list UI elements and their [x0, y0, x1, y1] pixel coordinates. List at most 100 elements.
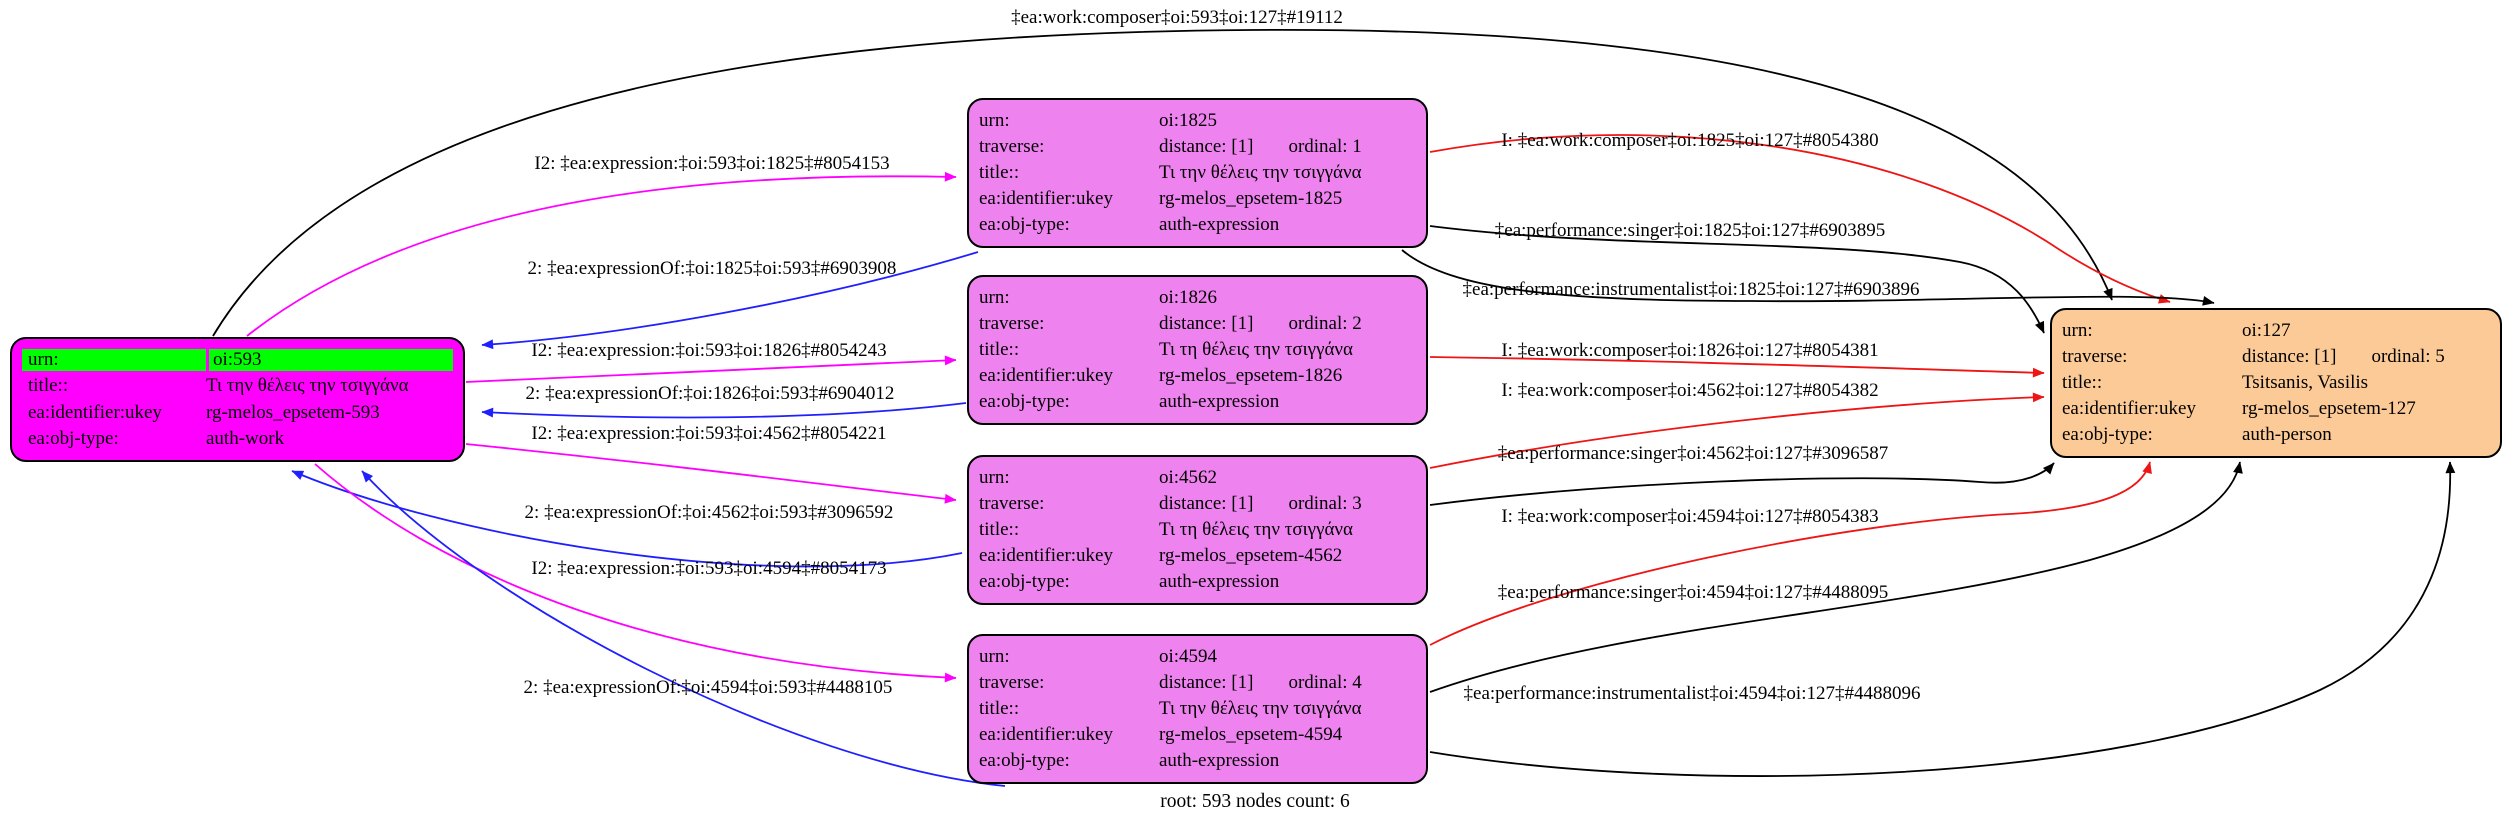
field-identifier-ukey: ea:identifier:ukey rg-melos_epsetem-1825 — [979, 188, 1416, 210]
traverse-ordinal: ordinal: 1 — [1288, 136, 1362, 158]
field-identifier-ukey: ea:identifier:ukey rg-melos_epsetem-4562 — [979, 545, 1416, 567]
field-key: ea:identifier:ukey — [979, 545, 1113, 567]
field-value: oi:4562 — [1159, 467, 1218, 489]
field-value: auth-person — [2242, 424, 2332, 445]
field-title: title:: Τι την θέλεις την τσιγγάνα — [20, 375, 455, 397]
field-key: ea:identifier:ukey — [28, 401, 162, 423]
traverse-ordinal: ordinal: 5 — [2371, 346, 2445, 368]
traverse-distance: distance: [1] — [1159, 493, 1254, 515]
field-identifier-ukey: ea:identifier:ukey rg-melos_epsetem-127 — [2062, 398, 2490, 420]
field-key: ea:obj-type: — [979, 571, 1070, 592]
field-value: rg-melos_epsetem-4594 — [1159, 724, 1343, 746]
field-key: urn: — [979, 287, 1010, 309]
edge-singer-1825-127 — [1429, 225, 2045, 334]
field-key: urn: — [2062, 320, 2093, 342]
field-value: oi:4594 — [1159, 646, 1218, 668]
node-expression-1825[interactable]: urn: oi:1825 traverse: distance: [1]ordi… — [967, 98, 1428, 248]
field-value: auth-expression — [1159, 571, 1280, 592]
field-key: traverse: — [979, 313, 1045, 335]
field-key: urn: — [979, 467, 1010, 489]
edge-label-expression-593-4594: I2: ‡ea:expression:‡oi:593‡oi:4594‡#8054… — [531, 558, 887, 579]
field-traverse: traverse: distance: [1]ordinal: 1 — [979, 136, 1416, 158]
edge-label-composer-4594-127: I: ‡ea:work:composer‡oi:4594‡oi:127‡#805… — [1501, 506, 1879, 527]
edge-expressionOf-1826-593 — [481, 402, 967, 419]
traverse-distance: distance: [1] — [1159, 672, 1254, 694]
field-urn: urn: oi:4594 — [979, 646, 1416, 668]
field-key: traverse: — [979, 493, 1045, 515]
edge-expressionOf-4562-593 — [291, 470, 963, 568]
traverse-ordinal: ordinal: 2 — [1288, 313, 1362, 335]
field-value: Tsitsanis, Vasilis — [2242, 372, 2369, 394]
edge-singer-4594-127 — [1429, 461, 2243, 693]
node-expression-4562[interactable]: urn: oi:4562 traverse: distance: [1] ordi… — [967, 455, 1428, 605]
field-key: ea:identifier:ukey — [979, 724, 1113, 746]
edge-expression-593-4562 — [465, 443, 957, 504]
edge-expression-593-4594 — [314, 463, 957, 683]
field-obj-type: ea:obj-type: auth-expression — [979, 214, 1416, 236]
edge-label-expression-593-1826: I2: ‡ea:expression:‡oi:593‡oi:1826‡#8054… — [531, 340, 887, 361]
field-title: title:: Τι την θέλεις την τσιγγάνα — [979, 162, 1416, 184]
edge-label-singer-1825-127: ‡ea:performance:singer‡oi:1825‡oi:127‡#6… — [1494, 220, 1886, 241]
edge-composer-593-127 — [212, 29, 2113, 337]
field-key: title:: — [979, 339, 1020, 361]
edge-composer-1825-127 — [1429, 134, 2171, 304]
field-key: title:: — [979, 519, 1020, 541]
field-urn: urn: oi:1825 — [979, 110, 1416, 132]
edge-label-expressionOf-4594-593: 2: ‡ea:expressionOf:‡oi:4594‡oi:593‡#448… — [523, 677, 893, 698]
field-key: ea:identifier:ukey — [2062, 398, 2196, 420]
field-urn: urn: oi:593 — [22, 349, 453, 372]
field-value: oi:127 — [2242, 320, 2291, 342]
field-identifier-ukey: ea:identifier:ukey rg-melos_epsetem-4594 — [979, 724, 1416, 746]
field-key: ea:obj-type: — [979, 214, 1070, 235]
field-value: oi:593 — [209, 349, 453, 372]
field-key: ea:obj-type: — [28, 427, 119, 449]
node-work-593[interactable]: urn: oi:593 title:: Τι την θέλεις την τσ… — [10, 337, 465, 462]
field-value: rg-melos_epsetem-4562 — [1159, 545, 1343, 567]
field-value: distance: [1]ordinal: 2 — [1159, 313, 1416, 335]
edge-label-expressionOf-1825-593: 2: ‡ea:expressionOf:‡oi:1825‡oi:593‡#690… — [527, 258, 897, 279]
field-key: traverse: — [979, 672, 1045, 694]
field-traverse: traverse: distance: [1]ordinal: 2 — [979, 313, 1416, 335]
field-key: ea:identifier:ukey — [979, 365, 1113, 387]
field-key: traverse: — [979, 136, 1045, 158]
edge-expression-593-1825 — [246, 171, 957, 337]
field-key: title:: — [979, 162, 1020, 184]
field-key: ea:obj-type: — [2062, 424, 2153, 445]
field-value: auth-expression — [1159, 214, 1280, 235]
field-value: distance: [1]ordinal: 1 — [1159, 136, 1416, 158]
field-obj-type: ea:obj-type: auth-person — [2062, 424, 2490, 446]
field-key: ea:obj-type: — [979, 750, 1070, 771]
field-value: rg-melos_epsetem-593 — [206, 401, 380, 423]
field-key: title:: — [2062, 372, 2103, 394]
edge-label-singer-4562-127: ‡ea:performance:singer‡oi:4562‡oi:127‡#3… — [1497, 443, 1889, 464]
field-urn: urn: oi:127 — [2062, 320, 2490, 342]
field-key: ea:obj-type: — [979, 391, 1070, 412]
field-obj-type: ea:obj-type: auth-expression — [979, 750, 1416, 772]
traverse-distance: distance: [1] — [2242, 346, 2337, 368]
edge-expression-593-1826 — [465, 355, 957, 383]
edge-label-singer-4594-127: ‡ea:performance:singer‡oi:4594‡oi:127‡#4… — [1497, 582, 1889, 603]
node-expression-1826[interactable]: urn: oi:1826 traverse: distance: [1]ordi… — [967, 275, 1428, 425]
edge-label-composer-593-127: ‡ea:work:composer‡oi:593‡oi:127‡#19112 — [1011, 7, 1343, 28]
field-traverse: traverse: distance: [1]ordinal: 5 — [2062, 346, 2490, 368]
field-obj-type: ea:obj-type: auth-work — [20, 428, 455, 450]
node-expression-4594[interactable]: urn: oi:4594 traverse: distance: [1]ordi… — [967, 634, 1428, 784]
field-key: ea:identifier:ukey — [979, 188, 1113, 210]
edge-expressionOf-1825-593 — [481, 251, 979, 350]
edge-singer-4562-127 — [1429, 462, 2055, 506]
root-caption: root: 593 nodes count: 6 — [1160, 791, 1350, 812]
node-person-127[interactable]: urn: oi:127 traverse: distance: [1]ordin… — [2050, 308, 2502, 458]
edge-composer-1826-127 — [1429, 356, 2045, 378]
field-value: auth-expression — [1159, 391, 1280, 412]
field-value: Τι την θέλεις την τσιγγάνα — [1159, 698, 1362, 720]
field-key: urn: — [979, 646, 1010, 668]
field-urn: urn: oi:1826 — [979, 287, 1416, 309]
field-value: Τι τη θέλεις την τσιγγάνα — [1159, 339, 1353, 361]
field-value: oi:1825 — [1159, 110, 1218, 132]
field-value: Τι τη θέλεις την τσιγγάνα — [1159, 519, 1353, 541]
edge-label-composer-4562-127: I: ‡ea:work:composer‡oi:4562‡oi:127‡#805… — [1501, 380, 1879, 401]
field-value: rg-melos_epsetem-1826 — [1159, 365, 1343, 387]
traverse-ordinal: ordinal: 3 — [1288, 493, 1362, 515]
field-key: urn: — [22, 349, 206, 372]
